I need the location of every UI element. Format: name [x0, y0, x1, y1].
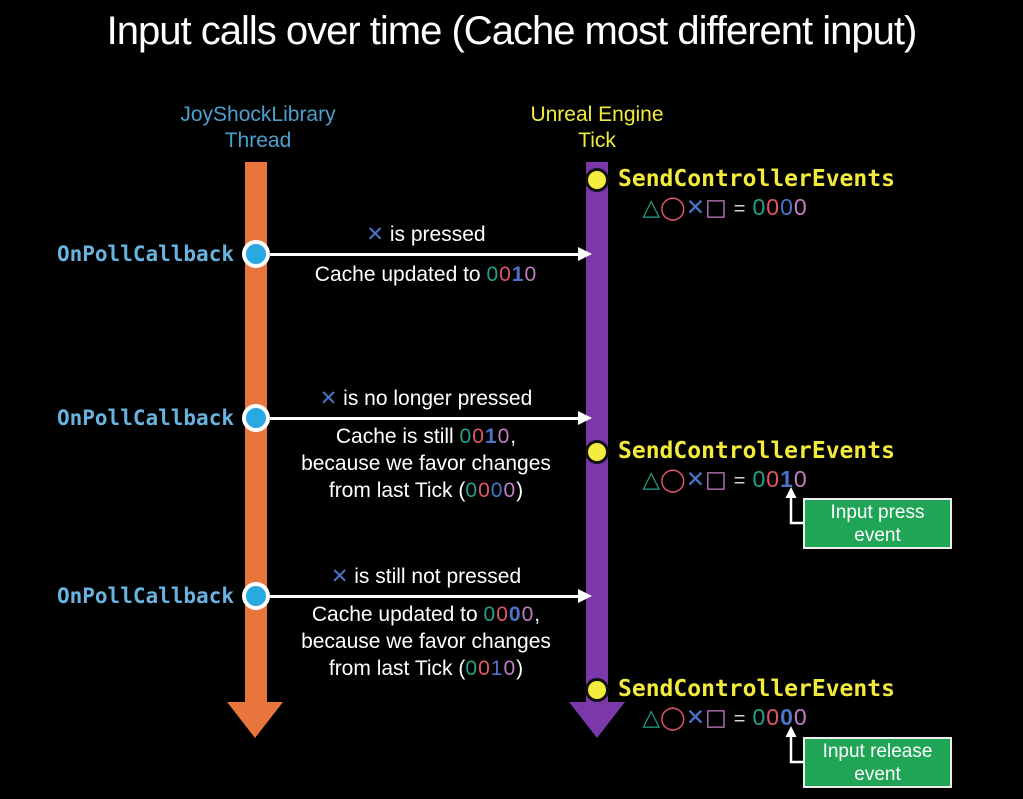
poll-arrow-head-3 [578, 589, 592, 603]
message-2-line3: from last Tick (0000) [328, 479, 524, 502]
cross-icon: ✕ [685, 705, 706, 731]
send-controller-events-label-1: SendControllerEvents [618, 166, 895, 192]
square-icon: □ [705, 195, 727, 221]
message-3-above: ✕ is still not pressed [270, 563, 582, 590]
ue-tick-timeline-arrowhead [569, 702, 625, 738]
send-controller-events-label-3: SendControllerEvents [618, 676, 895, 702]
send-controller-events-label-2: SendControllerEvents [618, 438, 895, 464]
input-release-event-callout: Input release event [803, 737, 952, 788]
message-2-above-text: is no longer pressed [337, 387, 533, 410]
right-lane-header-line1: Unreal Engine [530, 103, 664, 126]
cross-icon: ✕ [685, 467, 706, 493]
button-state-1: △◯✕□ = 0000 [620, 194, 830, 222]
poll-event-dot-1 [242, 240, 270, 268]
tick-event-dot-3 [585, 678, 609, 702]
poll-arrow-line-1 [270, 253, 578, 256]
message-2-line2: because we favor changes [301, 452, 551, 475]
button-state-2: △◯✕□ = 0010 [620, 466, 830, 494]
message-1-line1-prefix: Cache updated to [314, 263, 487, 286]
message-3-line3: from last Tick (0010) [328, 657, 524, 680]
left-lane-header-line1: JoyShockLibrary [180, 103, 336, 126]
callout-line2: event [854, 764, 901, 785]
equals-sign: = [733, 198, 746, 220]
jsl-thread-timeline-arrowhead [227, 702, 283, 738]
poll-arrow-head-1 [578, 247, 592, 261]
on-poll-callback-label-3: OnPollCallback [56, 584, 234, 608]
cache-value: 0000 [483, 603, 535, 626]
message-3-above-text: is still not pressed [348, 565, 522, 588]
triangle-icon: △ [642, 195, 661, 221]
jsl-thread-timeline-bar [245, 162, 267, 702]
cache-value: 0010 [486, 263, 538, 286]
triangle-icon: △ [642, 467, 661, 493]
poll-event-dot-3 [242, 582, 270, 610]
message-2-above: ✕ is no longer pressed [270, 385, 582, 412]
on-poll-callback-label-2: OnPollCallback [56, 406, 234, 430]
cross-icon: ✕ [330, 564, 349, 588]
page-title: Input calls over time (Cache most differ… [106, 9, 918, 53]
message-3-line2: because we favor changes [301, 630, 551, 653]
square-icon: □ [705, 705, 727, 731]
message-1-below: Cache updated to 0010 [270, 261, 582, 288]
ue-tick-timeline-bar [586, 162, 608, 702]
circle-icon: ◯ [660, 467, 686, 493]
message-1-above-text: is pressed [384, 223, 486, 246]
square-icon: □ [705, 467, 727, 493]
equals-sign: = [733, 470, 746, 492]
poll-arrow-line-3 [270, 595, 578, 598]
tick-event-dot-1 [585, 168, 609, 192]
poll-arrow-head-2 [578, 411, 592, 425]
tick-value: 0000 [465, 479, 517, 502]
message-3-line1: Cache updated to 0000, [311, 603, 541, 626]
cross-icon: ✕ [319, 386, 338, 410]
cache-value: 0010 [459, 425, 511, 448]
input-press-event-callout: Input press event [803, 498, 952, 549]
equals-sign: = [733, 708, 746, 730]
callout-line2: event [854, 525, 901, 546]
message-2-below: Cache is still 0010, because we favor ch… [270, 423, 582, 504]
message-2-line1: Cache is still 0010, [335, 425, 517, 448]
right-lane-header: Unreal Engine Tick [485, 102, 709, 154]
left-lane-header: JoyShockLibrary Thread [146, 102, 370, 154]
left-lane-header-line2: Thread [224, 129, 292, 152]
state-value: 0000 [752, 194, 808, 220]
circle-icon: ◯ [660, 705, 686, 731]
state-value: 0000 [752, 704, 808, 730]
circle-icon: ◯ [660, 195, 686, 221]
state-value: 0010 [752, 466, 808, 492]
button-state-3: △◯✕□ = 0000 [620, 704, 830, 732]
message-3-below: Cache updated to 0000, because we favor … [270, 601, 582, 682]
cross-icon: ✕ [366, 222, 385, 246]
cross-icon: ✕ [685, 195, 706, 221]
poll-arrow-line-2 [270, 417, 578, 420]
poll-event-dot-2 [242, 404, 270, 432]
message-1-above: ✕ is pressed [270, 221, 582, 248]
callout-line1: Input press [830, 502, 925, 523]
callout-line1: Input release [822, 741, 933, 762]
right-lane-header-line2: Tick [578, 129, 616, 152]
triangle-icon: △ [642, 705, 661, 731]
tick-value: 0010 [465, 657, 517, 680]
tick-event-dot-2 [585, 440, 609, 464]
on-poll-callback-label-1: OnPollCallback [56, 242, 234, 266]
